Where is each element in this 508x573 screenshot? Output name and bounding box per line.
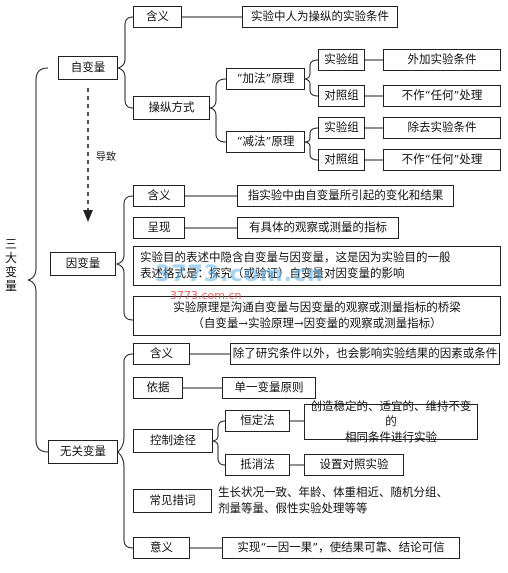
principle-line1: 实验原理是沟通自变量与因变量的观察或测量指标的桥梁 xyxy=(173,300,461,315)
add-ctrl-text: 不作“任何”处理 xyxy=(383,85,501,107)
sub-exp-text: 除去实验条件 xyxy=(383,117,501,139)
dependent-brace xyxy=(115,195,134,321)
independent-title: 自变量 xyxy=(70,60,106,75)
extraneous-meaning-label: 含义 xyxy=(133,343,190,365)
root-label: 三大变量 xyxy=(4,237,17,293)
extraneous-common-text: 生长状况一致、年龄、体重相近、随机分组、 剂量等量、假性实验处理等等 xyxy=(212,482,502,520)
purpose-line2: 表述格式是：探究（或验证）自变量对因变量的影响 xyxy=(140,266,405,280)
constant-method-text: 创造稳定的、适宜的、维持不变的 相同条件进行实验 xyxy=(304,399,478,444)
root-brace xyxy=(27,67,49,453)
extraneous-variable-box: 无关变量 xyxy=(48,440,118,464)
add-exp-group: 实验组 xyxy=(318,49,365,71)
dependent-variable-box: 因变量 xyxy=(50,252,116,276)
add-principle-label: “加法”原理 xyxy=(226,68,305,90)
extraneous-basis-text: 单一变量原则 xyxy=(222,377,316,399)
add-exp-text: 外加实验条件 xyxy=(383,49,501,71)
constant-method-label: 恒定法 xyxy=(225,410,290,432)
sub-ctrl-text: 不作“任何”处理 xyxy=(383,149,501,171)
dependent-principle-box: 实验原理是沟通自变量与因变量的观察或测量指标的桥梁 （自变量→实验原理→因变量的… xyxy=(133,296,501,336)
sub-principle-label: “减法”原理 xyxy=(226,131,305,153)
watermark: 3773.com.cn xyxy=(155,262,324,287)
independent-method-label: 操纵方式 xyxy=(133,96,210,120)
dependent-meaning-text: 指实验中由自变量所引起的变化和结果 xyxy=(237,185,454,207)
dependent-present-text: 有具体的观察或测量的指标 xyxy=(237,217,399,239)
purpose-line1: 实验目的表述中隐含自变量与因变量，这是因为实验目的一般 xyxy=(140,250,451,265)
principle-line2: （自变量→实验原理→因变量的观察或测量指标） xyxy=(192,316,442,330)
sub-exp-group: 实验组 xyxy=(318,117,365,139)
independent-meaning-label: 含义 xyxy=(133,6,182,28)
control-brace xyxy=(212,420,226,466)
cause-label: 导致 xyxy=(96,152,116,163)
extraneous-brace xyxy=(117,353,134,549)
offset-method-label: 抵消法 xyxy=(225,454,290,476)
independent-variable-box: 自变量 xyxy=(58,56,118,80)
independent-brace xyxy=(116,16,134,109)
dependent-meaning-label: 含义 xyxy=(133,185,185,207)
sub-ctrl-group: 对照组 xyxy=(318,149,365,171)
add-ctrl-group: 对照组 xyxy=(318,85,365,107)
method-brace xyxy=(209,78,227,143)
dependent-purpose-box: 实验目的表述中隐含自变量与因变量，这是因为实验目的一般 表述格式是：探究（或验证… xyxy=(133,246,501,286)
independent-meaning-text: 实验中人为操纵的实验条件 xyxy=(242,6,398,28)
extraneous-control-label: 控制途径 xyxy=(133,429,213,453)
dependent-present-label: 呈现 xyxy=(133,217,185,239)
cause-arrow-head xyxy=(83,210,93,222)
extraneous-meaning2-text: 实现“一因一果”，使结果可靠、结论可信 xyxy=(222,537,460,559)
dependent-title: 因变量 xyxy=(65,256,101,271)
watermark-sub: 3773.com.cn xyxy=(170,289,242,302)
extraneous-meaning-text: 除了研究条件以外，也会影响实验结果的因素或条件 xyxy=(230,343,500,365)
extraneous-basis-label: 依据 xyxy=(133,377,183,399)
extraneous-meaning2-label: 意义 xyxy=(133,537,190,559)
offset-method-text: 设置对照实验 xyxy=(304,454,404,476)
extraneous-common-label: 常见措词 xyxy=(133,489,212,513)
extraneous-title: 无关变量 xyxy=(60,444,106,459)
